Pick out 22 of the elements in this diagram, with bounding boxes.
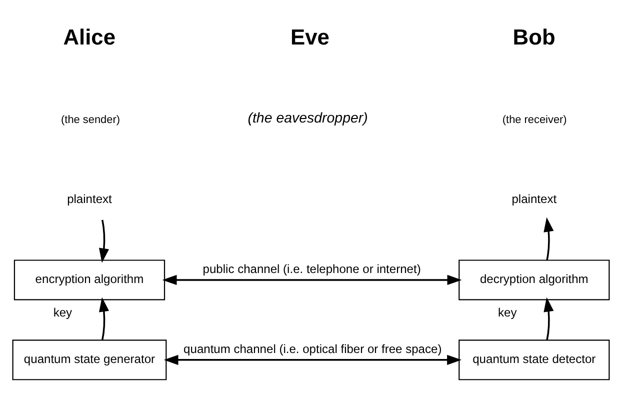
edge-label: public channel (i.e. telephone or internet) — [202, 262, 421, 276]
edge-label: quantum channel (i.e. optical fiber or free space) — [184, 342, 442, 356]
arrow — [98, 220, 110, 263]
edge-label: key — [53, 305, 72, 320]
arrow — [544, 217, 554, 260]
node-box: decryption algorithm — [458, 260, 610, 300]
label: (the sender) — [61, 114, 120, 126]
arrow — [162, 274, 462, 286]
label: Eve — [290, 24, 330, 50]
label: Alice — [63, 24, 116, 50]
label: (the receiver) — [502, 114, 567, 126]
label: Bob — [512, 24, 556, 50]
node-text: plaintext — [512, 192, 557, 206]
edge-label: key — [498, 305, 517, 320]
node-box: quantum state detector — [458, 340, 610, 380]
arrow — [164, 354, 462, 365]
node-box: quantum state generator — [12, 340, 167, 380]
arrow — [544, 297, 554, 340]
label: (the eavesdropper) — [248, 110, 368, 127]
node-text: plaintext — [67, 192, 112, 206]
node-box: encryption algorithm — [14, 260, 166, 300]
arrow — [98, 297, 110, 340]
